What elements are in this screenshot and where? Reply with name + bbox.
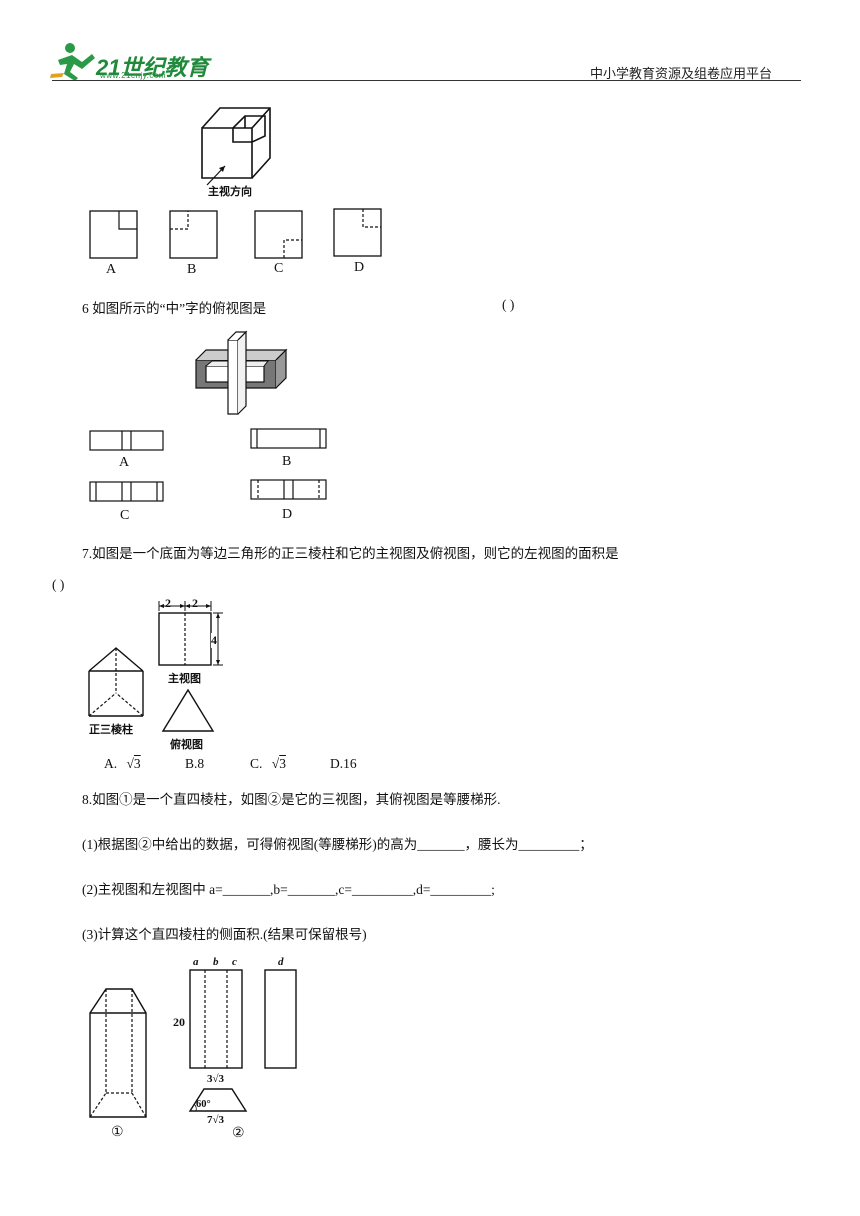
q8-label-height: 20 [173,1015,185,1029]
q8-side-view-figure [264,969,297,1069]
q7-choice-a-radicand: 3 [133,756,141,771]
q7-stem: 7.如图是一个底面为等边三角形的正三棱柱和它的主视图及俯视图，则它的左视图的面积… [82,546,619,561]
q7-choice-c-letter: C. [250,756,263,771]
q7-choice-c-radicand: 3 [279,756,286,771]
q7-main-view-label: 主视图 [168,672,201,685]
q8-label-c: c [232,956,237,968]
q7-dim-right: 2 [192,596,198,610]
q7-prism-figure [88,647,144,717]
q8-main-view-figure [189,969,243,1069]
q7-choice-c: C. √3 [250,756,286,771]
q8-label-a: a [193,956,199,968]
q5-option-d-label: D [354,260,365,275]
q8-fig1-label: ① [111,1125,124,1140]
q8-part1: (1)根据图②中给出的数据，可得俯视图(等腰梯形)的高为_______，腰长为_… [82,837,593,852]
q7-prism-label: 正三棱柱 [89,723,133,736]
platform-name: 中小学教育资源及组卷应用平台 [590,66,773,81]
q8-stem: 8.如图①是一个直四棱柱，如图②是它的三视图，其俯视图是等腰梯形. [82,792,501,807]
q7-top-view-figure [161,688,215,732]
q6-zhong-figure [195,330,288,415]
logo-title: 21世纪教育 [96,55,209,80]
q7-dim-left: 2 [165,596,171,610]
q8-label-top-width: 3√3 [207,1073,225,1085]
q6-option-d-figure [250,479,327,500]
q8-label-bottom-width: 7√3 [207,1114,225,1126]
q8-part3: (3)计算这个直四棱柱的侧面积.(结果可保留根号) [82,927,367,942]
q5-option-c-figure [254,210,303,259]
q6-stem: 6 如图所示的“中”字的俯视图是 [82,301,267,316]
q6-option-b-figure [250,428,327,449]
q7-choice-d: D.16 [330,756,357,771]
q8-label-d: d [278,956,284,968]
q8-top-view-figure [188,1088,248,1112]
logo-url: www.21cnjy.com [100,71,166,80]
q5-direction-label: 主视方向 [208,185,252,198]
q6-option-d-label: D [282,507,293,522]
q8-prism-figure [89,988,147,1118]
q6-option-b-label: B [282,454,292,469]
q6-answer-paren: ( ) [502,297,515,312]
q6-option-a-label: A [119,455,130,470]
q6-option-c-label: C [120,508,130,523]
header-divider [52,80,801,81]
q7-choice-a-letter: A. [104,756,118,771]
q7-top-view-label: 俯视图 [170,738,203,751]
q5-option-d-figure [333,208,382,257]
q7-choice-a: A. √3 [104,756,141,771]
q8-label-b: b [213,956,219,968]
q7-dim-height: 4 [211,633,217,648]
q7-answer-paren: ( ) [52,577,65,592]
q8-label-angle: 60° [196,1099,211,1110]
q5-option-a-label: A [106,262,117,277]
logo-runner-icon [50,43,95,81]
q5-option-b-figure [169,210,218,259]
q6-option-c-figure [89,481,164,502]
q8-part2: (2)主视图和左视图中 a=_______,b=_______,c=______… [82,882,495,897]
q5-cube-figure [201,107,271,186]
q6-option-a-figure [89,430,164,451]
q7-choice-b: B.8 [185,756,205,771]
q8-fig2-label: ② [232,1126,245,1141]
q5-option-b-label: B [187,262,197,277]
q5-option-a-figure [89,210,138,259]
q5-option-c-label: C [274,261,284,276]
